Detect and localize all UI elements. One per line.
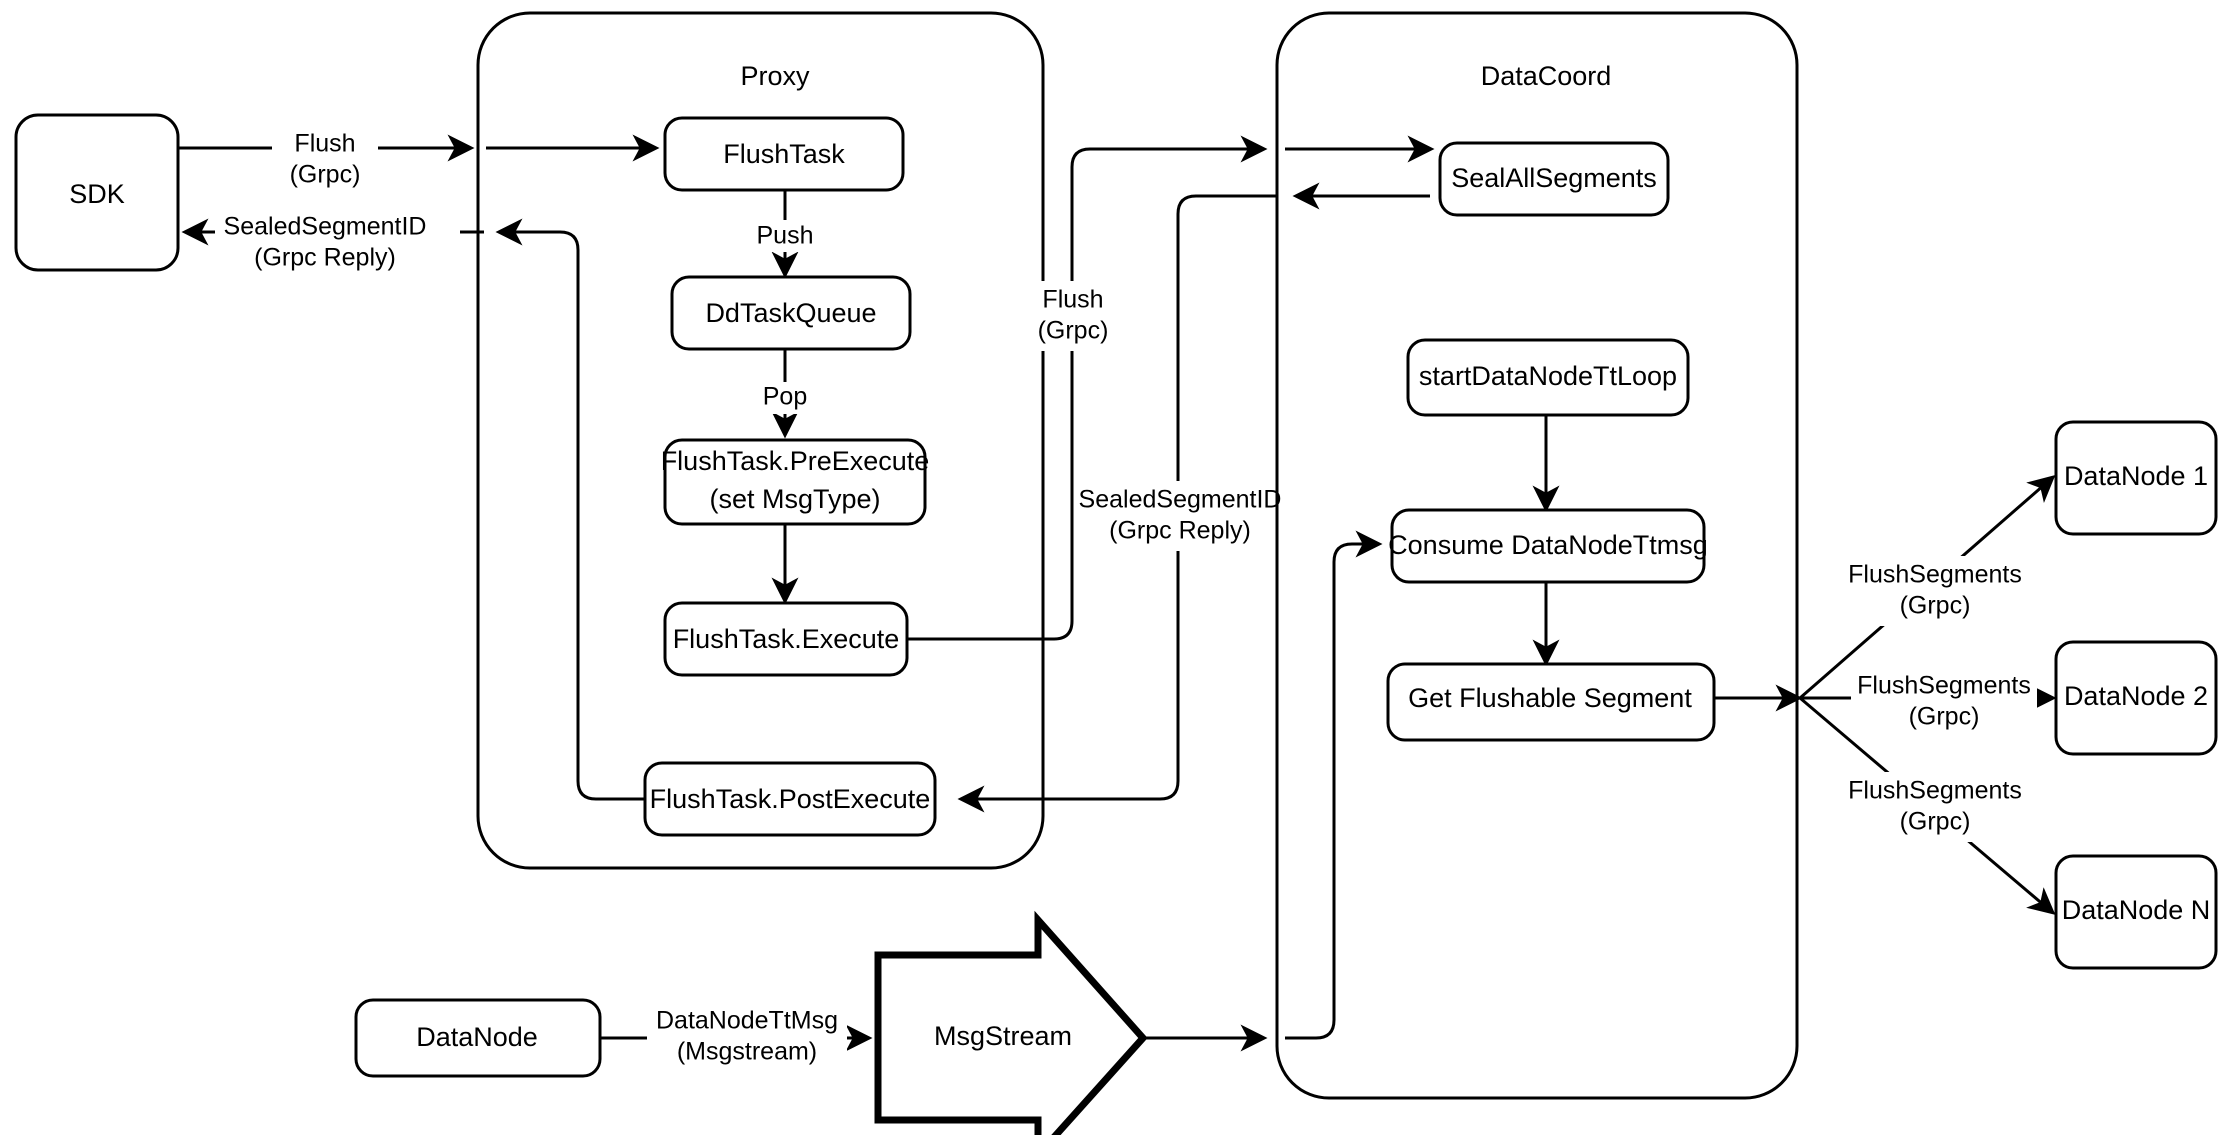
datanode-1-box[interactable]	[2054, 420, 2218, 536]
node-datanode-n[interactable]: DataNode N	[2054, 854, 2218, 970]
datanode-n-label: DataNode N	[2062, 895, 2211, 925]
preexecute-box[interactable]	[663, 438, 927, 526]
startdatanodettloop-label: startDataNodeTtLoop	[1419, 361, 1677, 391]
label-bg	[215, 208, 460, 278]
sealallsegments-label: SealAllSegments	[1451, 163, 1657, 193]
startdatanodettloop-box[interactable]	[1406, 338, 1690, 417]
container-datacoord: DataCoord	[1275, 11, 1799, 1100]
node-postexecute[interactable]: FlushTask.PostExecute	[643, 761, 937, 837]
edge-label-sdk-flush: Flush (Grpc)	[272, 125, 378, 195]
datanode-2-box[interactable]	[2054, 640, 2218, 756]
consume-datanodettmsg-box[interactable]	[1390, 508, 1706, 584]
flushsegments-n-label-line2: (Grpc)	[1900, 808, 1971, 836]
node-datanode-source[interactable]: DataNode	[354, 998, 602, 1078]
edge-label-flushsegments-2: FlushSegments (Grpc)	[1851, 667, 2037, 737]
msgstream-arrow-shape[interactable]	[874, 910, 1148, 1135]
ddtaskqueue-label: DdTaskQueue	[705, 298, 876, 328]
proxy-flush-label-line2: (Grpc)	[1038, 317, 1109, 345]
pop-label: Pop	[763, 383, 807, 411]
edge-datacoord-bottom-to-consume	[1285, 530, 1383, 1040]
flushsegments-2-label-line1: FlushSegments	[1857, 672, 2031, 700]
label-bg	[750, 382, 820, 414]
flushtask-box[interactable]	[663, 116, 905, 192]
datanode-source-label: DataNode	[416, 1022, 538, 1052]
sdk-reply-label-line1: SealedSegmentID	[224, 213, 427, 241]
flushsegments-1-label-line1: FlushSegments	[1848, 561, 2022, 589]
node-datanode-1[interactable]: DataNode 1	[2054, 420, 2218, 536]
edge-label-flushsegments-n: FlushSegments (Grpc)	[1842, 772, 2028, 842]
flushsegments-2-label-line2: (Grpc)	[1909, 703, 1980, 731]
proxy-reply-label-line1: SealedSegmentID	[1079, 486, 1282, 514]
datanode-n-box[interactable]	[2054, 854, 2218, 970]
sdk-flush-label-line2: (Grpc)	[290, 161, 361, 189]
sdk-reply-label-line2: (Grpc Reply)	[254, 244, 396, 272]
edge-label-sdk-reply: SealedSegmentID (Grpc Reply)	[215, 208, 460, 278]
preexecute-label-line2: (set MsgType)	[709, 484, 880, 514]
consume-datanodettmsg-label: Consume DataNodeTtmsg	[1388, 530, 1708, 560]
edge-label-flushsegments-1: FlushSegments (Grpc)	[1842, 556, 2028, 626]
execute-label: FlushTask.Execute	[673, 624, 900, 654]
getflushablesegment-label: Get Flushable Segment	[1408, 683, 1692, 713]
sdk-box[interactable]	[14, 113, 180, 272]
postexecute-label: FlushTask.PostExecute	[650, 784, 931, 814]
node-execute[interactable]: FlushTask.Execute	[663, 601, 909, 677]
node-sealallsegments[interactable]: SealAllSegments	[1438, 141, 1670, 217]
edge-postexecute-to-sdk-riser	[495, 218, 648, 801]
datanode-ttmsg-label-line2: (Msgstream)	[677, 1038, 817, 1066]
edge-label-pop: Pop	[750, 382, 820, 414]
node-preexecute[interactable]: FlushTask.PreExecute (set MsgType)	[661, 438, 930, 526]
datacoord-container-title: DataCoord	[1481, 61, 1612, 91]
getflushablesegment-box[interactable]	[1386, 662, 1716, 742]
label-bg	[1087, 481, 1273, 551]
push-label: Push	[757, 222, 814, 250]
label-bg	[647, 1002, 847, 1072]
proxy-flush-label-line1: Flush	[1042, 286, 1103, 314]
ddtaskqueue-box[interactable]	[670, 275, 912, 351]
node-datanode-2[interactable]: DataNode 2	[2054, 640, 2218, 756]
node-ddtaskqueue[interactable]: DdTaskQueue	[670, 275, 912, 351]
node-startdatanodettloop[interactable]: startDataNodeTtLoop	[1406, 338, 1690, 417]
flushtask-label: FlushTask	[723, 139, 845, 169]
label-bg	[1851, 667, 2037, 737]
node-flushtask[interactable]: FlushTask	[663, 116, 905, 192]
label-bg	[744, 220, 826, 252]
datanode-ttmsg-label-line1: DataNodeTtMsg	[656, 1007, 838, 1035]
flushsegments-n-label-line1: FlushSegments	[1848, 777, 2022, 805]
container-proxy: Proxy	[476, 11, 1045, 870]
node-sdk[interactable]: SDK	[14, 113, 180, 272]
label-bg	[1025, 281, 1121, 351]
sealallsegments-box[interactable]	[1438, 141, 1670, 217]
node-msgstream[interactable]: MsgStream	[874, 910, 1148, 1135]
node-getflushablesegment[interactable]: Get Flushable Segment	[1386, 662, 1716, 742]
msgstream-label: MsgStream	[934, 1021, 1072, 1051]
edge-label-push: Push	[744, 220, 826, 252]
sdk-label: SDK	[69, 179, 125, 209]
label-bg	[1842, 556, 2028, 626]
datanode-2-label: DataNode 2	[2064, 681, 2208, 711]
proxy-container-outline	[476, 11, 1045, 870]
datacoord-container-outline	[1275, 11, 1799, 1100]
postexecute-box[interactable]	[643, 761, 937, 837]
flushsegments-1-label-line2: (Grpc)	[1900, 592, 1971, 620]
node-consume-datanodettmsg[interactable]: Consume DataNodeTtmsg	[1388, 508, 1708, 584]
label-bg	[1842, 772, 2028, 842]
datanode-1-label: DataNode 1	[2064, 461, 2208, 491]
edge-execute-to-datacoord-flush	[907, 135, 1268, 641]
edge-label-proxy-flush: Flush (Grpc)	[1025, 281, 1121, 351]
edge-label-datanode-ttmsg: DataNodeTtMsg (Msgstream)	[647, 1002, 847, 1072]
label-bg	[272, 125, 378, 195]
proxy-container-title: Proxy	[740, 61, 810, 91]
edge-label-proxy-reply: SealedSegmentID (Grpc Reply)	[1079, 481, 1282, 551]
proxy-reply-label-line2: (Grpc Reply)	[1109, 517, 1251, 545]
execute-box[interactable]	[663, 601, 909, 677]
datanode-source-box[interactable]	[354, 998, 602, 1078]
preexecute-label-line1: FlushTask.PreExecute	[661, 446, 930, 476]
sdk-flush-label-line1: Flush	[294, 130, 355, 158]
